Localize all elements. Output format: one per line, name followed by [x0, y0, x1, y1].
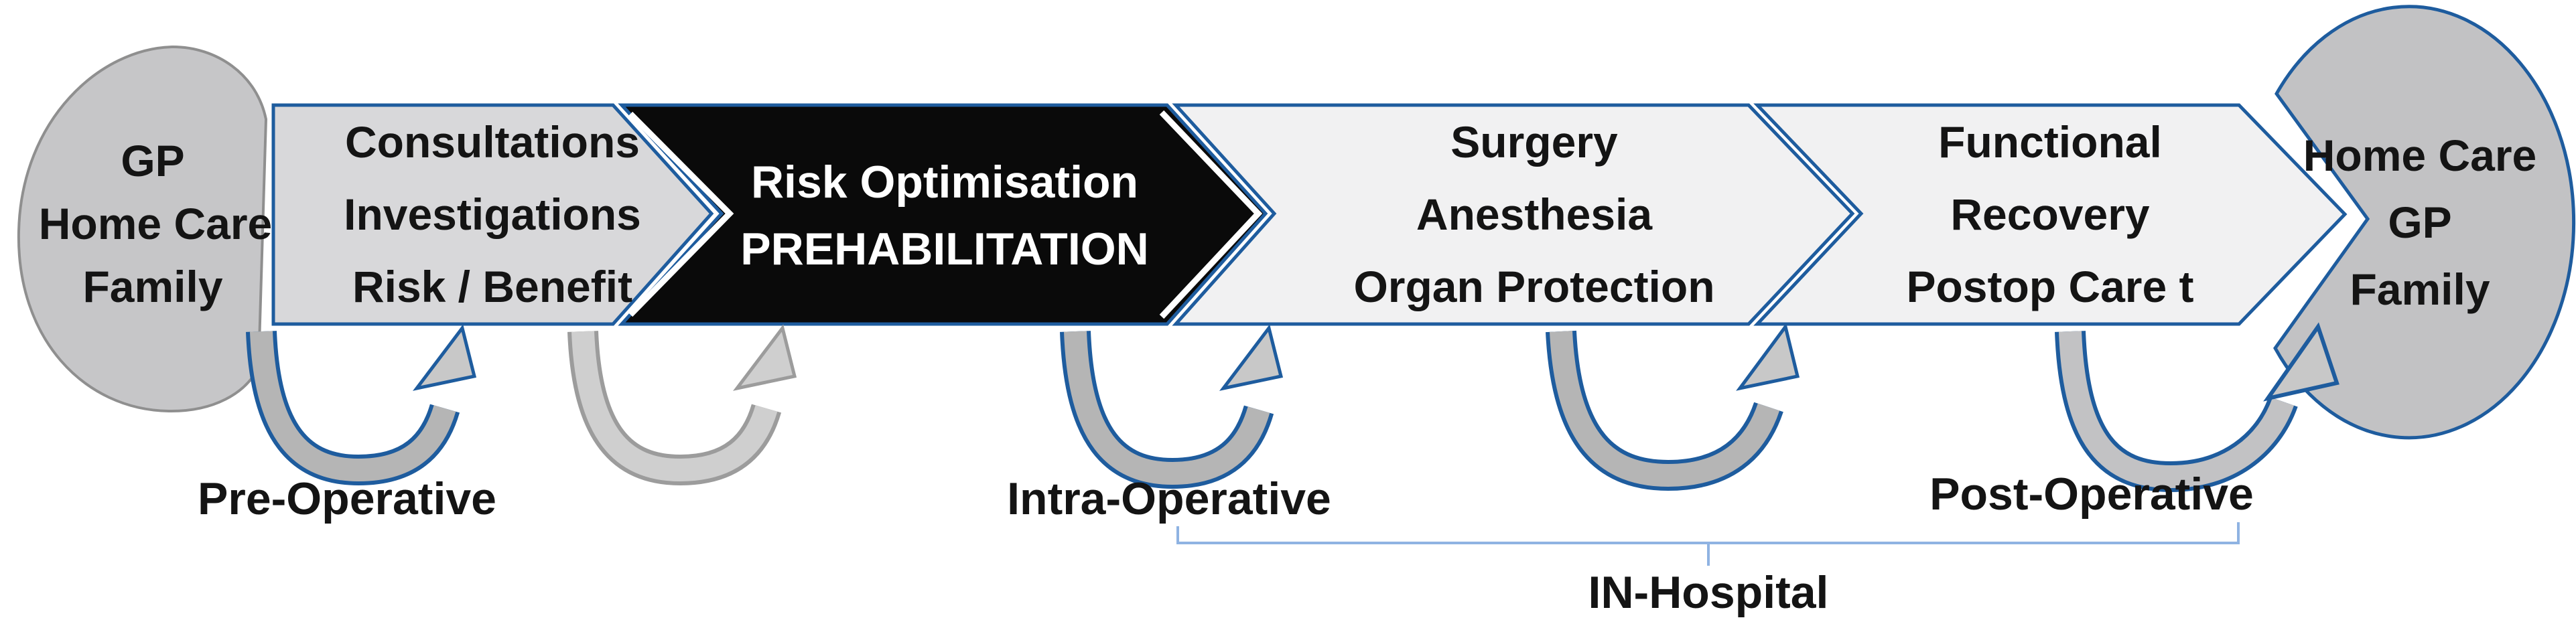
stage-prehabilitation-line2: PREHABILITATION [740, 224, 1148, 274]
post-op-curved-arrow-icon [2055, 322, 2340, 493]
stage-chevron-functional-recovery [1753, 103, 2348, 326]
end-node-line3: Family [2350, 264, 2490, 314]
end-node-shape [2273, 5, 2576, 440]
stage-surgery-line3: Organ Protection [1353, 262, 1714, 311]
stage-surgery-line1: Surgery [1450, 117, 1618, 167]
stage-chevron-consultations [271, 103, 714, 326]
start-node-line3: Family [82, 262, 222, 311]
stage-functional-line1: Functional [1938, 117, 2162, 167]
stage-consultations-line1: Consultations [345, 117, 640, 167]
pre-op-curved-arrow-icon [246, 324, 477, 486]
phase-label-intra-operative: Intra-Operative [1007, 473, 1331, 524]
start-node-line2: Home Care [39, 199, 272, 248]
gray-curved-arrow-icon [567, 324, 797, 486]
stage-functional-line2: Recovery [1950, 189, 2149, 239]
stage-functional-line3: Postop Care t [1906, 262, 2193, 311]
stage-consultations-line2: Investigations [344, 189, 641, 239]
end-node-line2: GP [2388, 198, 2451, 247]
in-hospital-bracket [1176, 522, 2240, 566]
stage-prehabilitation-line1: Risk Optimisation [751, 157, 1138, 208]
phase-label-pre-operative: Pre-Operative [198, 473, 496, 524]
prehabilitation-inner-white-notch-stripe [628, 111, 734, 317]
intra-op-curved-arrow-icon [1060, 324, 1284, 489]
start-node-line1: GP [121, 136, 184, 185]
stage-consultations-line3: Risk / Benefit [352, 262, 632, 311]
surgery-to-recovery-curved-arrow-icon [1546, 323, 1800, 491]
prehabilitation-inner-white-tip-stripe [1159, 110, 1263, 319]
phase-label-post-operative: Post-Operative [1929, 469, 2254, 520]
start-node-shape [17, 45, 268, 413]
phase-label-in-hospital: IN-Hospital [1588, 567, 1829, 618]
stage-chevron-surgery [1172, 103, 1855, 326]
stage-surgery-line2: Anesthesia [1416, 189, 1653, 239]
stage-chevron-prehabilitation [618, 103, 1268, 326]
end-node-line1: Home Care [2303, 131, 2536, 180]
